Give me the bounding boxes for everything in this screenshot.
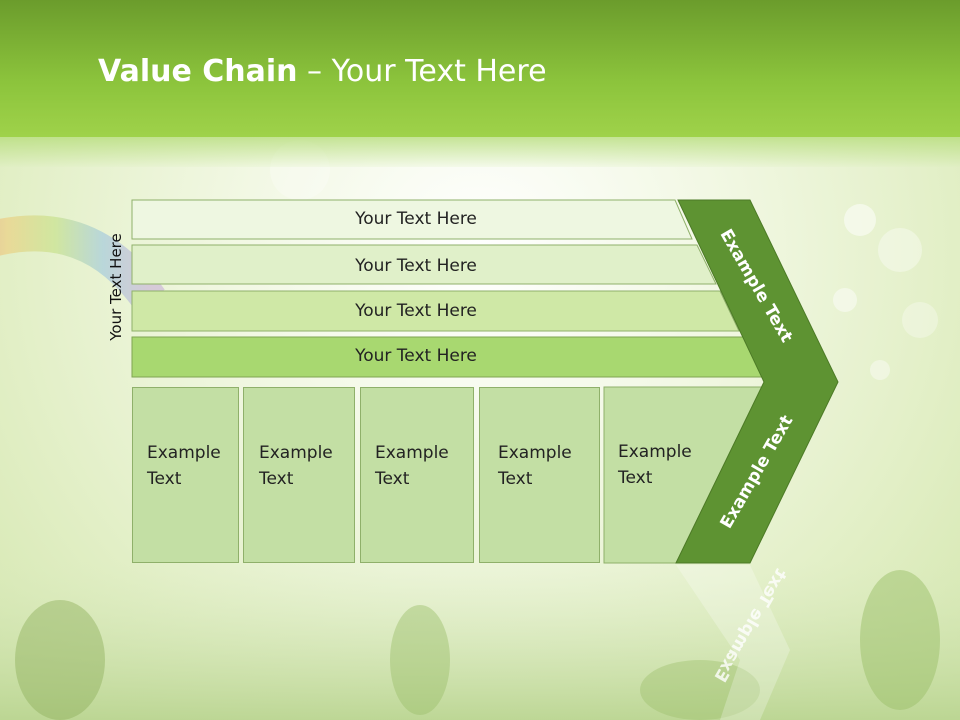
box-5-line-1: Example bbox=[618, 442, 692, 462]
box-3-line-1: Example bbox=[375, 443, 449, 463]
box-1-line-2: Text bbox=[147, 469, 182, 489]
box-4-line-2: Text bbox=[498, 469, 533, 489]
band-1-label: Your Text Here bbox=[355, 209, 477, 229]
box-2-line-1: Example bbox=[259, 443, 333, 463]
band-4-label: Your Text Here bbox=[355, 346, 477, 366]
band-3-label: Your Text Here bbox=[355, 301, 477, 321]
vertical-label: Your Text Here bbox=[107, 233, 125, 341]
box-3-line-2: Text bbox=[375, 469, 410, 489]
box-1-line-1: Example bbox=[147, 443, 221, 463]
box-5-line-2: Text bbox=[618, 468, 653, 488]
title-rest: – Your Text Here bbox=[297, 54, 547, 89]
title-bar bbox=[0, 0, 960, 137]
band-2-label: Your Text Here bbox=[355, 256, 477, 276]
rainbow-decoration bbox=[0, 215, 165, 311]
box-2-line-2: Text bbox=[259, 469, 294, 489]
slide-title: Value Chain – Your Text Here bbox=[98, 54, 547, 89]
box-4-line-1: Example bbox=[498, 443, 572, 463]
title-bar-fade bbox=[0, 137, 960, 167]
title-bold: Value Chain bbox=[98, 54, 298, 89]
